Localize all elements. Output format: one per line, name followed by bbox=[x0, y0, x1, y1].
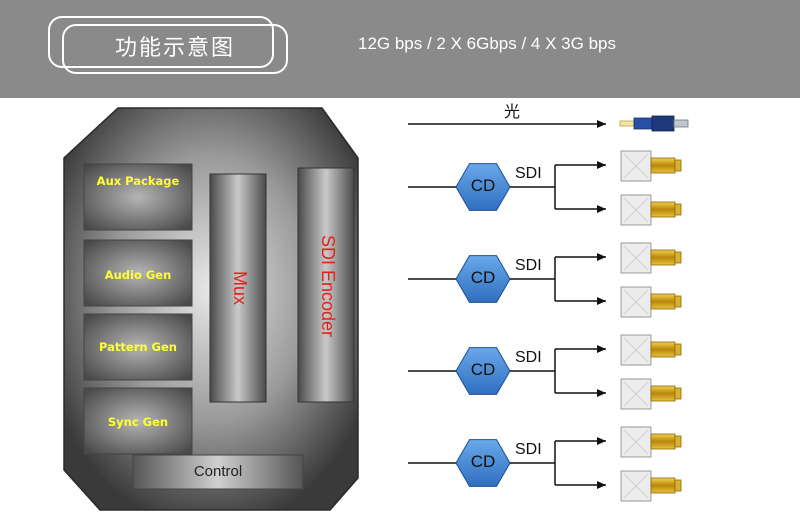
sdi-bnc-connector-icon bbox=[620, 194, 682, 226]
page-title: 功能示意图 bbox=[114, 36, 235, 61]
sdi-bnc-connector-icon bbox=[620, 286, 682, 318]
mux-block bbox=[209, 173, 267, 403]
optical-label: 光 bbox=[503, 102, 520, 121]
title-frame-front bbox=[48, 16, 274, 68]
mux-label: Mux bbox=[230, 270, 250, 305]
fiber-connector-icon bbox=[619, 115, 689, 132]
sdi-bnc-connector-icon bbox=[620, 378, 682, 410]
sdi-bnc-connector-icon bbox=[620, 334, 682, 366]
sdi-bnc-connector-icon bbox=[620, 242, 682, 274]
sdi-label: SDI bbox=[515, 349, 542, 366]
cd-hexagon bbox=[455, 439, 511, 487]
audio-gen-label: Audio Gen bbox=[104, 268, 172, 282]
sdi-bnc-connector-icon bbox=[620, 426, 682, 458]
audio-gen-block bbox=[83, 239, 193, 307]
aux-package-block bbox=[83, 163, 193, 231]
bandwidth-subtitle: 12G bps / 2 X 6Gbps / 4 X 3G bps bbox=[358, 34, 616, 53]
control-block bbox=[132, 454, 304, 490]
sdi-label: SDI bbox=[515, 441, 542, 458]
sdi-bnc-connector-icon bbox=[620, 470, 682, 502]
cd-label: CD bbox=[470, 268, 496, 287]
cd-label: CD bbox=[470, 360, 496, 379]
aux-package-label: Aux Package bbox=[96, 174, 180, 188]
title-frame-back bbox=[62, 24, 288, 74]
cd-label: CD bbox=[470, 176, 496, 195]
cd-hexagon bbox=[455, 255, 511, 303]
sdi-bnc-connector-icon bbox=[620, 150, 682, 182]
cd-label: CD bbox=[470, 452, 496, 471]
sdi-label: SDI bbox=[515, 165, 542, 182]
pattern-gen-label: Pattern Gen bbox=[99, 340, 177, 354]
sdi-label: SDI bbox=[515, 257, 542, 274]
sync-gen-label: Sync Gen bbox=[107, 415, 169, 429]
cd-hexagon bbox=[455, 163, 511, 211]
pattern-gen-block bbox=[83, 313, 193, 381]
sdi-encoder-label: SDI Encoder bbox=[318, 234, 338, 338]
control-label: Control bbox=[193, 463, 243, 480]
sync-gen-block bbox=[83, 387, 193, 455]
sdi-encoder-block bbox=[297, 167, 355, 403]
cd-hexagon bbox=[455, 347, 511, 395]
